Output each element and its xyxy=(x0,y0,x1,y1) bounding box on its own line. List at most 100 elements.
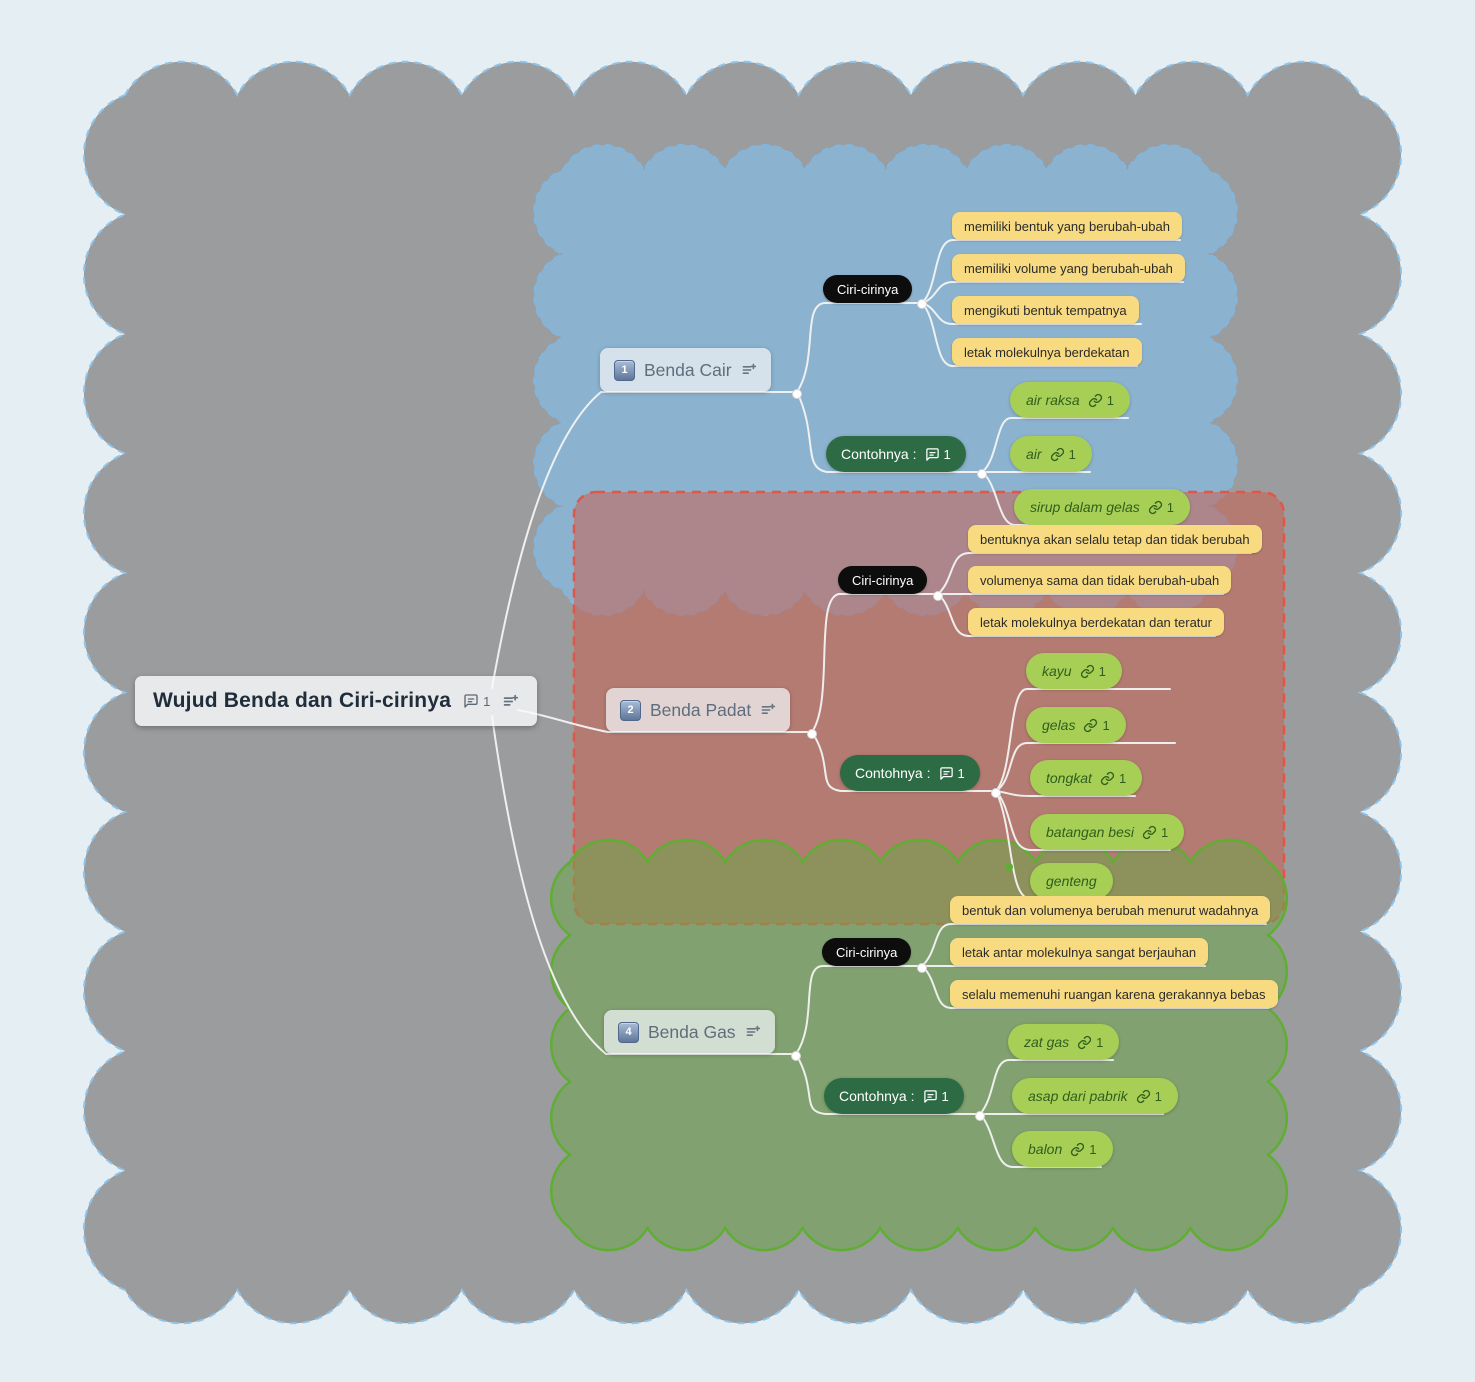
root-comment-badge[interactable]: 1 xyxy=(463,693,490,709)
comment-icon xyxy=(939,766,953,780)
ciri-item[interactable]: letak molekulnya berdekatan dan teratur xyxy=(968,608,1224,636)
comment-count: 1 xyxy=(941,1088,949,1104)
link-icon xyxy=(1050,447,1064,461)
number-badge: 4 xyxy=(618,1021,639,1043)
link-count: 1 xyxy=(1106,392,1114,408)
link-badge[interactable]: 1 xyxy=(1070,1141,1097,1157)
link-count: 1 xyxy=(1166,499,1174,515)
cloud-vertex-dot[interactable] xyxy=(1005,863,1013,871)
example-label: tongkat xyxy=(1046,770,1092,786)
link-count: 1 xyxy=(1118,770,1127,786)
link-badge[interactable]: 1 xyxy=(1050,447,1076,462)
example-node[interactable]: batangan besi 1 xyxy=(1030,814,1185,850)
ciri-item[interactable]: selalu memenuhi ruangan karena gerakanny… xyxy=(950,980,1278,1008)
notes-icon[interactable] xyxy=(741,362,757,378)
ciri-item[interactable]: bentuknya akan selalu tetap dan tidak be… xyxy=(968,525,1262,553)
link-badge[interactable]: 1 xyxy=(1083,717,1110,733)
link-icon xyxy=(1078,1035,1092,1049)
example-node[interactable]: asap dari pabrik 1 xyxy=(1012,1078,1178,1114)
ciri-item[interactable]: letak molekulnya berdekatan xyxy=(952,338,1142,366)
branch-label: Benda Gas xyxy=(648,1021,736,1042)
link-icon xyxy=(1148,500,1162,514)
comment-badge[interactable]: 1 xyxy=(939,766,965,781)
ciri-item[interactable]: mengikuti bentuk tempatnya xyxy=(952,296,1139,324)
link-count: 1 xyxy=(1098,663,1106,679)
comment-badge[interactable]: 1 xyxy=(925,447,951,462)
link-icon xyxy=(1084,718,1098,732)
branch-node-benda-gas[interactable]: 4 Benda Gas xyxy=(604,1010,775,1054)
root-node[interactable]: Wujud Benda dan Ciri-cirinya 1 xyxy=(135,676,538,726)
comment-icon xyxy=(464,694,478,708)
ciri-item-label: bentuknya akan selalu tetap dan tidak be… xyxy=(980,531,1250,547)
ciri-item-label: letak molekulnya berdekatan xyxy=(964,344,1130,360)
example-node[interactable]: kayu 1 xyxy=(1026,653,1122,689)
link-badge[interactable]: 1 xyxy=(1080,664,1106,679)
link-count: 1 xyxy=(1102,717,1110,733)
contoh-node-gas[interactable]: Contohnya : 1 xyxy=(824,1078,964,1114)
link-count: 1 xyxy=(1068,446,1076,462)
ciri-item[interactable]: memiliki bentuk yang berubah-ubah xyxy=(952,212,1182,240)
example-label: batangan besi xyxy=(1046,824,1134,840)
connector-lines xyxy=(491,239,1270,1168)
example-node[interactable]: balon 1 xyxy=(1012,1131,1113,1167)
link-badge[interactable]: 1 xyxy=(1088,393,1114,408)
ciri-label: Ciri-cirinya xyxy=(837,281,899,297)
ciri-item[interactable]: bentuk dan volumenya berubah menurut wad… xyxy=(950,896,1271,924)
number-badge: 1 xyxy=(614,359,635,381)
branch-label: Benda Cair xyxy=(644,359,732,380)
link-icon xyxy=(1100,771,1115,785)
contoh-label: Contohnya : xyxy=(841,446,917,462)
example-node[interactable]: air raksa 1 xyxy=(1010,382,1130,418)
ciri-item-label: letak molekulnya berdekatan dan teratur xyxy=(980,614,1212,630)
example-node[interactable]: genteng xyxy=(1030,863,1113,899)
notes-icon[interactable] xyxy=(760,702,776,718)
example-label: gelas xyxy=(1042,717,1076,733)
link-icon xyxy=(1080,664,1094,678)
branch-node-benda-cair[interactable]: 1 Benda Cair xyxy=(600,348,771,392)
number-badge: 2 xyxy=(620,699,641,721)
example-node[interactable]: tongkat 1 xyxy=(1030,760,1143,796)
notes-icon[interactable] xyxy=(502,693,519,710)
example-label: air xyxy=(1026,446,1042,462)
contoh-node-cair[interactable]: Contohnya : 1 xyxy=(826,436,966,472)
ciri-item[interactable]: volumenya sama dan tidak berubah-ubah xyxy=(968,566,1232,594)
root-title: Wujud Benda dan Ciri-cirinya xyxy=(153,689,452,712)
ciri-item-label: mengikuti bentuk tempatnya xyxy=(964,302,1127,318)
link-badge[interactable]: 1 xyxy=(1100,771,1126,786)
branch-label: Benda Padat xyxy=(650,699,752,720)
ciri-item-label: bentuk dan volumenya berubah menurut wad… xyxy=(962,902,1259,918)
ciri-node-cair[interactable]: Ciri-cirinya xyxy=(823,275,913,303)
example-label: air raksa xyxy=(1026,392,1080,408)
ciri-item-label: selalu memenuhi ruangan karena gerakanny… xyxy=(962,986,1266,1002)
contoh-label: Contohnya : xyxy=(839,1088,915,1104)
ciri-node-padat[interactable]: Ciri-cirinya xyxy=(838,566,928,594)
comment-count: 1 xyxy=(483,693,491,709)
connector-junction-dots[interactable] xyxy=(791,299,1001,1121)
link-icon xyxy=(1136,1089,1150,1103)
link-badge[interactable]: 1 xyxy=(1136,1089,1162,1104)
ciri-node-gas[interactable]: Ciri-cirinya xyxy=(822,938,912,966)
example-node[interactable]: zat gas 1 xyxy=(1008,1024,1120,1060)
ciri-item-label: memiliki bentuk yang berubah-ubah xyxy=(964,218,1170,234)
link-badge[interactable]: 1 xyxy=(1142,825,1168,840)
example-node[interactable]: sirup dalam gelas 1 xyxy=(1014,489,1190,525)
link-count: 1 xyxy=(1089,1141,1097,1157)
example-node[interactable]: air 1 xyxy=(1010,436,1092,472)
example-label: balon xyxy=(1028,1141,1063,1157)
branch-node-benda-padat[interactable]: 2 Benda Padat xyxy=(606,688,791,732)
link-count: 1 xyxy=(1154,1088,1162,1104)
comment-count: 1 xyxy=(957,765,965,781)
contoh-label: Contohnya : xyxy=(855,765,931,781)
ciri-item[interactable]: letak antar molekulnya sangat berjauhan xyxy=(950,938,1209,966)
example-node[interactable]: gelas 1 xyxy=(1026,707,1126,743)
link-badge[interactable]: 1 xyxy=(1077,1035,1103,1050)
contoh-node-padat[interactable]: Contohnya : 1 xyxy=(840,755,980,791)
link-badge[interactable]: 1 xyxy=(1148,500,1174,515)
ciri-item-label: volumenya sama dan tidak berubah-ubah xyxy=(980,572,1220,588)
comment-count: 1 xyxy=(943,446,951,462)
notes-icon[interactable] xyxy=(745,1024,761,1040)
comment-badge[interactable]: 1 xyxy=(923,1089,949,1104)
example-label: kayu xyxy=(1042,663,1072,679)
ciri-item[interactable]: memiliki volume yang berubah-ubah xyxy=(952,254,1185,282)
